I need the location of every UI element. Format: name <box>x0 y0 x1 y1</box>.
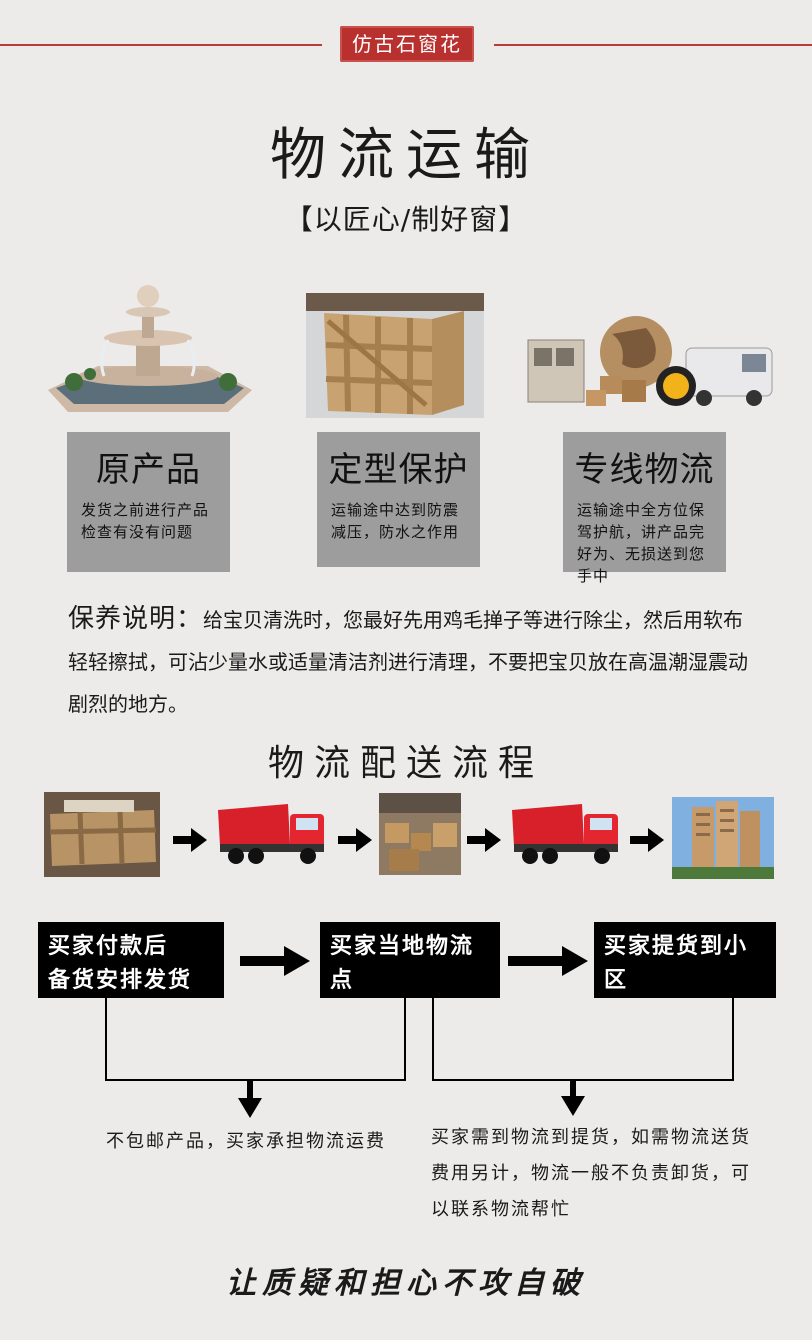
process-step-buyer-pays: 买家付款后 备货安排发货 <box>38 922 224 998</box>
footer-slogan: 让质疑和担心不攻自破 <box>226 1266 586 1301</box>
red-truck-image <box>216 800 328 870</box>
card-dedicated-logistics: 专线物流 运输途中全方位保驾护航，讲产品完好为、无损送到您手中 <box>563 432 726 585</box>
residential-building-image <box>672 797 774 879</box>
arrow-right-icon <box>240 946 310 980</box>
logistics-globe-image <box>526 314 776 414</box>
page-title: 物流运输 <box>270 123 542 188</box>
note-pickup: 买家需到物流到提货，如需物流送货费用另计，物流一般不负责卸货，可以联系物流帮忙 <box>431 1127 751 1220</box>
arrow-right-icon <box>467 828 501 856</box>
header-line-left <box>0 44 322 46</box>
process-step-local-logistics: 买家当地物流 点 <box>320 922 500 998</box>
crate-pallet-image <box>44 792 160 877</box>
card-packaging-protection: 定型保护 运输途中达到防震减压，防水之作用 <box>317 432 480 567</box>
card-title: 定型保护 <box>328 450 469 490</box>
card-description: 运输途中达到防震减压，防水之作用 <box>331 501 460 541</box>
process-step-pickup: 买家提货到小 区 <box>594 922 776 998</box>
delivery-flow-title: 物流配送流程 <box>267 743 544 784</box>
warehouse-image <box>379 793 461 875</box>
care-text: 给宝贝清洗时，您最好先用鸡毛掸子等进行除尘，然后用软布轻轻擦拭，可沾少量水或适量… <box>68 608 748 716</box>
red-truck-image <box>510 800 622 870</box>
process-line: 区 <box>604 968 629 993</box>
care-instructions: 保养说明：给宝贝清洗时，您最好先用鸡毛掸子等进行除尘，然后用软布轻轻擦拭，可沾少… <box>68 598 758 725</box>
process-line: 买家提货到小 <box>604 934 749 959</box>
care-label: 保养说明： <box>68 604 204 634</box>
card-original-product: 原产品 发货之前进行产品检查有没有问题 <box>67 432 230 572</box>
process-line: 买家当地物流 <box>330 934 475 959</box>
flow-connectors <box>105 998 734 1118</box>
card-title: 专线物流 <box>574 450 715 490</box>
arrow-right-icon <box>338 828 372 856</box>
wooden-crate-image <box>306 293 484 418</box>
arrow-right-icon <box>630 828 664 856</box>
header-line-right <box>494 44 812 46</box>
card-description: 运输途中全方位保驾护航，讲产品完好为、无损送到您手中 <box>577 501 706 585</box>
process-line: 备货安排发货 <box>48 968 193 993</box>
process-line: 点 <box>330 968 355 993</box>
arrow-right-icon <box>508 946 588 980</box>
brand-seal: 仿古石窗花 <box>340 26 474 62</box>
page-subtitle: 【以匠心/制好窗】 <box>284 203 528 236</box>
fountain-image <box>38 280 260 420</box>
arrow-right-icon <box>173 828 207 856</box>
note-shipping-fee: 不包邮产品，买家承担物流运费 <box>106 1131 386 1152</box>
card-description: 发货之前进行产品检查有没有问题 <box>81 501 210 541</box>
process-line: 买家付款后 <box>48 934 169 959</box>
card-title: 原产品 <box>96 450 201 490</box>
